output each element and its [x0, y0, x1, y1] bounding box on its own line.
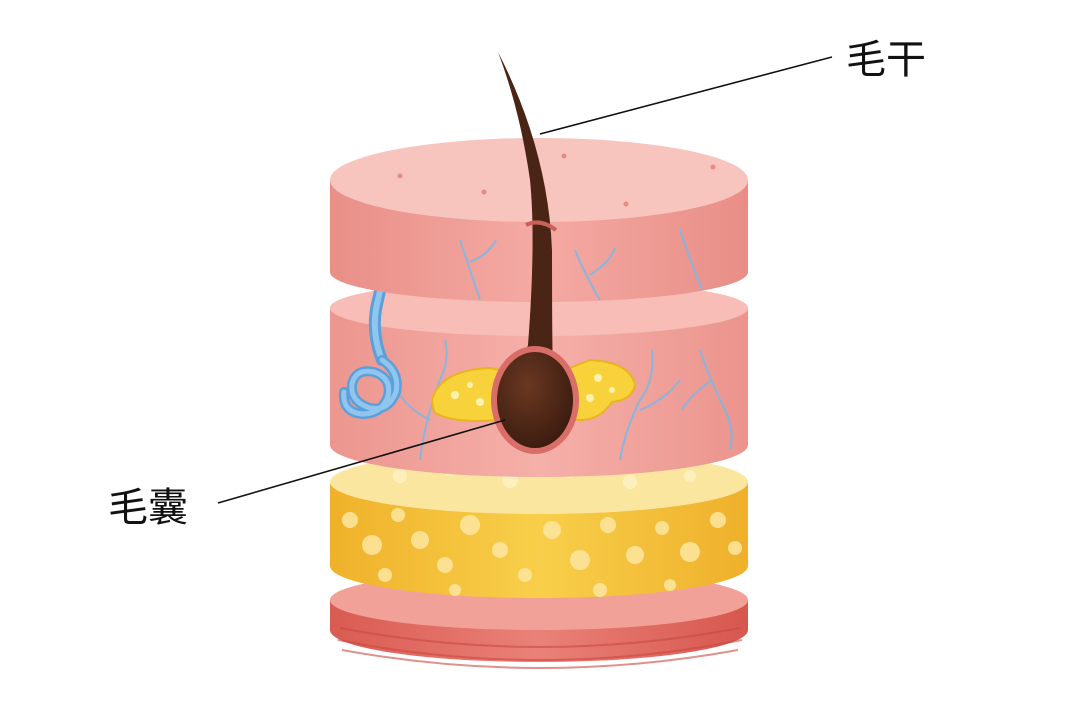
- hair-shaft-leader-line: [539, 56, 833, 135]
- hair-follicle-leader-line: [217, 419, 506, 504]
- hair-follicle-bulb: [497, 352, 573, 448]
- hair: [491, 52, 579, 454]
- hair-follicle-label: 毛囊: [108, 485, 188, 531]
- hair-shaft-label: 毛干: [846, 37, 926, 83]
